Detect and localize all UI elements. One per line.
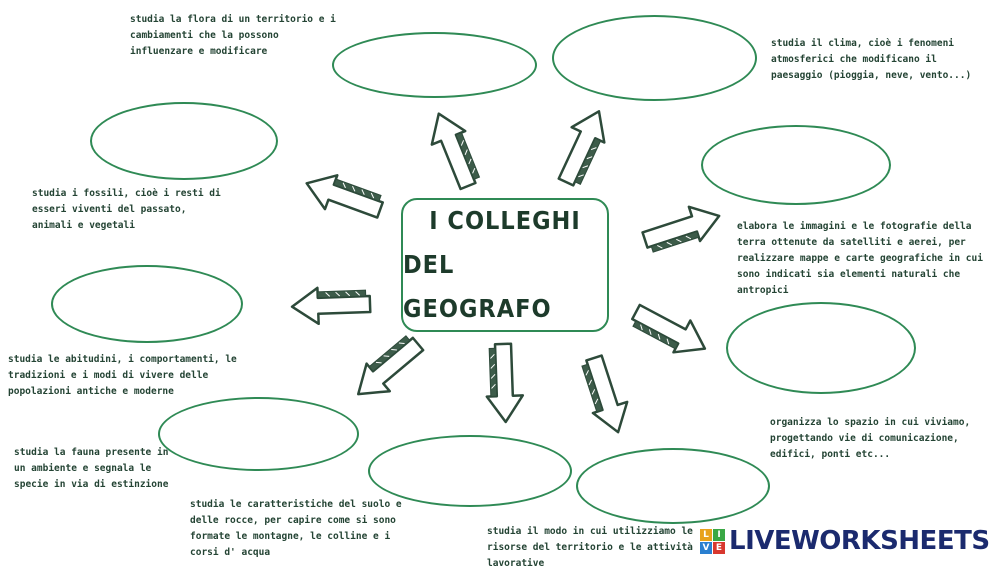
description-fossili: studia i fossili, cioè i resti di esseri…: [32, 188, 221, 231]
description-immagini: elabora le immagini e le fotografie dell…: [737, 221, 983, 296]
central-title-box: I COLLEGHI DEL GEOGRAFO: [401, 198, 609, 332]
description-clima: studia il clima, cioè i fenomeni atmosfe…: [771, 38, 972, 81]
arrow-left-middle: [290, 284, 372, 326]
description-fauna: studia la fauna presente in un ambiente …: [14, 447, 169, 490]
answer-ellipse-bottom-left[interactable]: [158, 397, 359, 471]
liveworksheets-logo: L I V E LIVEWORKSHEETS: [700, 524, 990, 558]
arrow-right-middle: [626, 294, 715, 366]
arrow-up-right: [548, 102, 617, 191]
title-line-1: I COLLEGHI: [429, 206, 581, 235]
logo-letter-v: V: [700, 541, 712, 554]
arrow-right-upper: [638, 197, 726, 259]
arrow-down-right: [575, 351, 637, 439]
arrow-left-upper: [299, 165, 388, 229]
arrow-down-center: [483, 342, 525, 424]
description-abitudini: studia le abitudini, i comportamenti, le…: [8, 354, 237, 397]
description-spazio: organizza lo spazio in cui viviamo, prog…: [770, 417, 971, 460]
logo-letter-i: I: [713, 528, 725, 541]
title-line-2: DEL GEOGRAFO: [403, 250, 552, 323]
answer-ellipse-bottom-right[interactable]: [576, 448, 770, 524]
liveworksheets-wordmark: LIVEWORKSHEETS: [729, 526, 990, 556]
arrow-down-left: [345, 328, 431, 410]
description-suolo: studia le caratteristiche del suolo e de…: [190, 499, 402, 558]
arrow-up-left: [420, 105, 486, 194]
answer-ellipse-left-upper[interactable]: [90, 102, 278, 180]
description-flora: studia la flora di un territorio e i cam…: [130, 14, 336, 57]
logo-letter-l: L: [700, 528, 712, 541]
description-risorse: studia il modo in cui utilizziamo le ris…: [487, 526, 693, 569]
answer-ellipse-top-right[interactable]: [552, 15, 757, 101]
answer-ellipse-right-middle[interactable]: [726, 302, 916, 394]
answer-ellipse-bottom-center[interactable]: [368, 435, 572, 507]
answer-ellipse-top-left[interactable]: [332, 32, 537, 98]
answer-ellipse-right-upper[interactable]: [701, 125, 891, 205]
logo-letter-e: E: [713, 541, 725, 554]
liveworksheets-logo-icon: L I V E: [700, 528, 725, 554]
answer-ellipse-left-middle[interactable]: [51, 265, 243, 343]
